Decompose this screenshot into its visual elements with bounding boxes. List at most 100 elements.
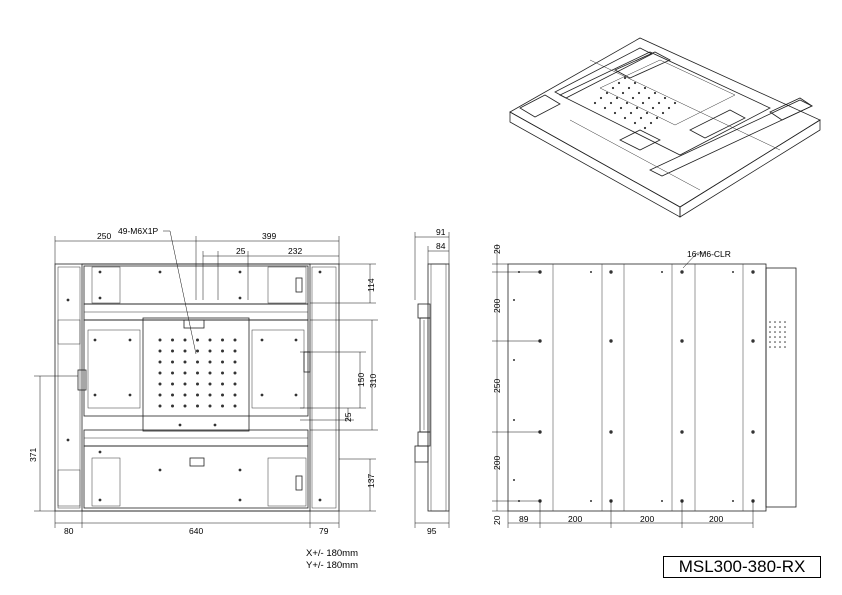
vent-hole xyxy=(769,336,771,338)
table-hole xyxy=(196,338,199,342)
vent-hole xyxy=(779,336,781,338)
frame-hole xyxy=(128,393,132,397)
base-hole xyxy=(680,270,684,274)
hole-callout-16: 16-M6-CLR xyxy=(687,249,731,259)
iso-hole xyxy=(639,116,643,120)
frame-hole xyxy=(128,338,132,342)
iso-hole xyxy=(611,86,615,90)
dim-25-top: 25 xyxy=(236,246,246,256)
dim-79: 79 xyxy=(319,526,329,536)
dim-371: 371 xyxy=(28,448,38,462)
travel-y-note: Y+/- 180mm xyxy=(306,560,358,571)
frame-hole xyxy=(238,296,242,300)
travel-x-note: X+/- 180mm xyxy=(306,548,358,559)
iso-hole xyxy=(617,81,621,85)
base-hole xyxy=(609,270,613,274)
table-hole xyxy=(208,371,212,375)
frame-hole xyxy=(93,393,97,397)
iso-hole xyxy=(655,116,659,120)
base-edge-hole xyxy=(732,271,734,273)
vent-hole xyxy=(779,346,781,348)
iso-hole xyxy=(649,121,653,125)
frame-hole xyxy=(98,450,102,454)
table-hole xyxy=(221,393,224,397)
iso-hole xyxy=(621,91,625,95)
base-hole xyxy=(680,430,684,434)
iso-hole xyxy=(667,106,671,110)
table-hole xyxy=(196,393,199,397)
dim-399: 399 xyxy=(262,231,276,241)
vent-hole xyxy=(784,321,786,323)
frame-hole xyxy=(158,468,162,472)
dim-310: 310 xyxy=(368,374,378,388)
vent-hole xyxy=(779,341,781,343)
table-hole xyxy=(233,349,237,353)
vent-hole xyxy=(774,346,776,348)
iso-hole xyxy=(647,96,651,100)
table-hole xyxy=(171,360,174,364)
dim-200-2: 200 xyxy=(640,514,654,524)
base-edge-hole xyxy=(513,419,515,421)
vent-hole xyxy=(769,321,771,323)
vent-hole xyxy=(784,341,786,343)
table-hole xyxy=(221,404,224,408)
iso-hole xyxy=(673,101,677,105)
base-view-dimensions: 16-M6-CLR 20 200 250 200 20 89 200 200 2… xyxy=(492,244,754,528)
frame-hole xyxy=(260,338,264,342)
dim-80: 80 xyxy=(64,526,74,536)
table-hole xyxy=(158,349,162,353)
table-hole xyxy=(183,404,187,408)
iso-hole xyxy=(661,111,665,115)
frame-hole xyxy=(178,423,182,427)
vent-hole xyxy=(774,331,776,333)
table-hole xyxy=(208,338,212,342)
base-edge-hole xyxy=(590,500,592,502)
table-hole xyxy=(158,393,162,397)
table-hole xyxy=(171,349,174,353)
table-hole xyxy=(233,404,237,408)
iso-hole xyxy=(653,91,657,95)
dim-25-side: 25 xyxy=(343,412,353,422)
dim-137: 137 xyxy=(366,474,376,488)
vent-hole xyxy=(774,341,776,343)
frame-hole xyxy=(294,338,298,342)
table-hole xyxy=(221,360,224,364)
table-hole xyxy=(233,371,237,375)
table-hole xyxy=(221,349,224,353)
base-edge-hole xyxy=(513,299,515,301)
base-hole xyxy=(751,430,755,434)
frame-hole xyxy=(98,498,102,502)
iso-hole xyxy=(629,111,633,115)
base-hole-grid xyxy=(538,270,755,503)
table-hole xyxy=(233,382,237,386)
table-hole xyxy=(196,371,199,375)
base-edge-hole xyxy=(732,500,734,502)
isometric-view xyxy=(509,37,821,218)
iso-hole xyxy=(633,81,637,85)
frame-hole xyxy=(238,270,242,274)
base-edge-hole xyxy=(661,500,663,502)
vent-hole xyxy=(769,346,771,348)
dim-91: 91 xyxy=(436,227,446,237)
iso-hole xyxy=(623,76,627,80)
table-hole xyxy=(208,382,212,386)
iso-hole xyxy=(615,96,619,100)
table-hole xyxy=(171,338,174,342)
table-hole xyxy=(208,360,212,364)
iso-hole xyxy=(603,106,607,110)
table-hole xyxy=(221,371,224,375)
dim-200-3: 200 xyxy=(709,514,723,524)
vent-hole xyxy=(769,341,771,343)
table-hole-grid xyxy=(158,338,237,408)
side-view-dimensions: 91 84 95 xyxy=(414,227,450,536)
table-hole xyxy=(221,382,224,386)
iso-hole xyxy=(637,91,641,95)
frame-hole xyxy=(213,423,217,427)
iso-hole xyxy=(631,96,635,100)
frame-hole xyxy=(260,393,264,397)
base-edge-hole xyxy=(513,359,515,361)
table-hole xyxy=(171,393,174,397)
frame-hole xyxy=(158,270,162,274)
table-hole xyxy=(183,382,187,386)
table-hole xyxy=(208,349,212,353)
